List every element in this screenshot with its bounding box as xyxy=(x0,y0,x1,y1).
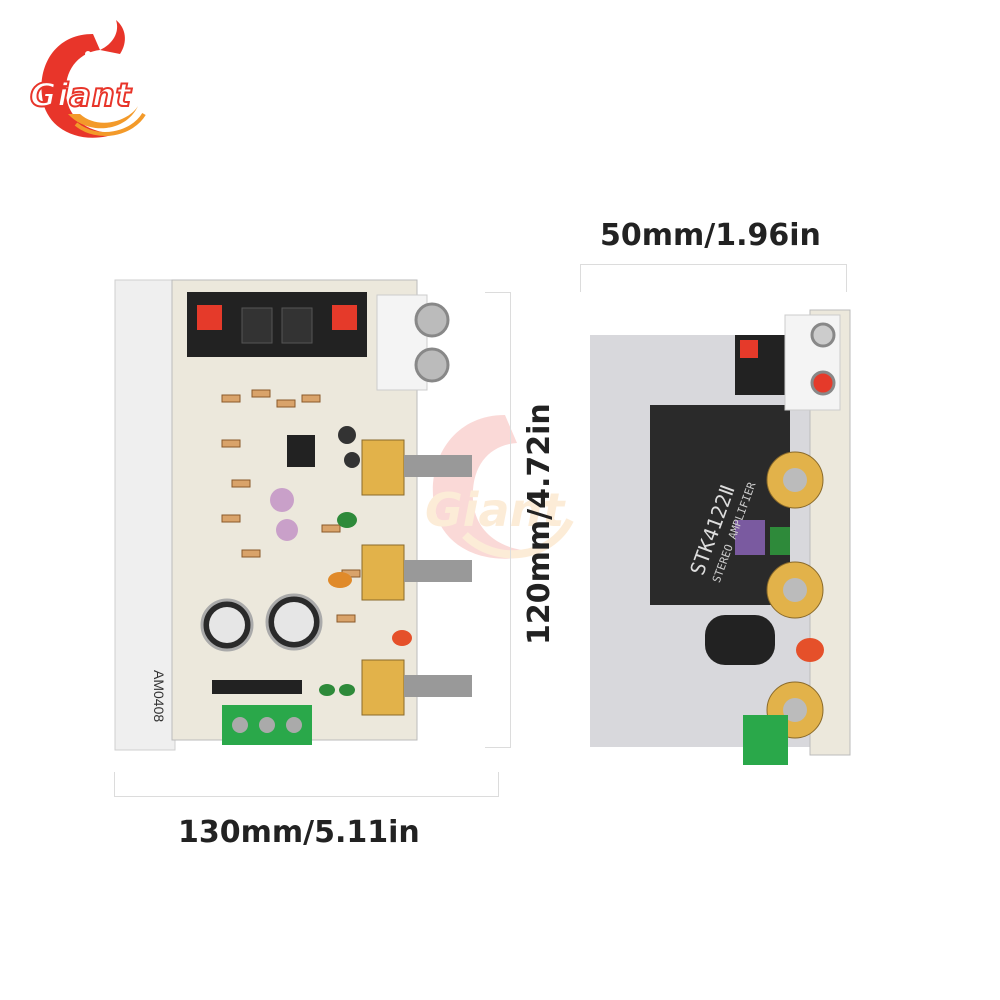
pcb-marking: AM0408 xyxy=(151,670,167,723)
brand-logo-text: Giant xyxy=(29,75,132,115)
width-dimension-line xyxy=(114,796,499,797)
height-dimension-line xyxy=(510,292,511,747)
brand-logo: Giant xyxy=(28,14,153,149)
width-dimension-tick-left xyxy=(114,772,115,797)
width-dimension-label: 130mm/5.11in xyxy=(178,815,420,850)
fish-logo-icon xyxy=(41,20,146,138)
depth-dimension-tick-left xyxy=(580,264,581,292)
watermark-fish-icon xyxy=(432,415,574,559)
watermark-text: Giant xyxy=(425,483,565,537)
height-dimension-tick-top xyxy=(485,292,511,293)
width-dimension-tick-right xyxy=(498,772,499,797)
height-dimension-tick-bottom xyxy=(485,747,511,748)
depth-dimension-line xyxy=(580,264,846,265)
amplifier-board-side: STK4122Ⅱ STEREO AMPLIFIER xyxy=(585,305,855,780)
depth-dimension-tick-right xyxy=(846,264,847,292)
height-dimension-label: 120mm/4.72in xyxy=(522,403,557,645)
depth-dimension-label: 50mm/1.96in xyxy=(600,218,821,253)
watermark: Giant xyxy=(405,395,605,595)
amplifier-board-front: AM0408 xyxy=(112,270,492,760)
